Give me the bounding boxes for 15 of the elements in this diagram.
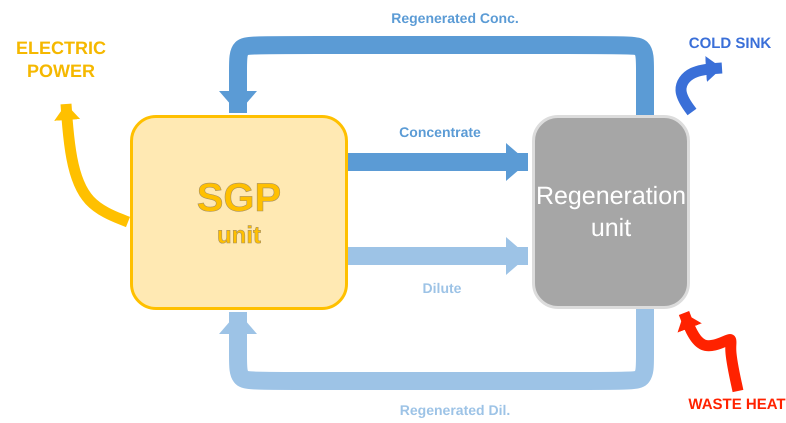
process-box bbox=[532, 115, 690, 309]
flow-arrow bbox=[678, 311, 744, 392]
output-label: COLD SINK bbox=[688, 34, 772, 54]
flow-arrow bbox=[219, 36, 654, 116]
unit-title: SGP bbox=[196, 175, 282, 222]
output-label: ELECTRIC POWER bbox=[15, 36, 107, 83]
flow-arrow bbox=[348, 143, 528, 181]
flow-arrow bbox=[348, 237, 528, 275]
input-label: WASTE HEAT bbox=[688, 395, 786, 415]
flow-arrow bbox=[54, 104, 130, 228]
flow-arrow bbox=[676, 56, 722, 116]
flow-arrow bbox=[219, 308, 654, 390]
unit-title: Regeneration unit bbox=[535, 180, 687, 244]
unit-subtitle: unit bbox=[217, 222, 261, 251]
process-box bbox=[130, 115, 348, 310]
